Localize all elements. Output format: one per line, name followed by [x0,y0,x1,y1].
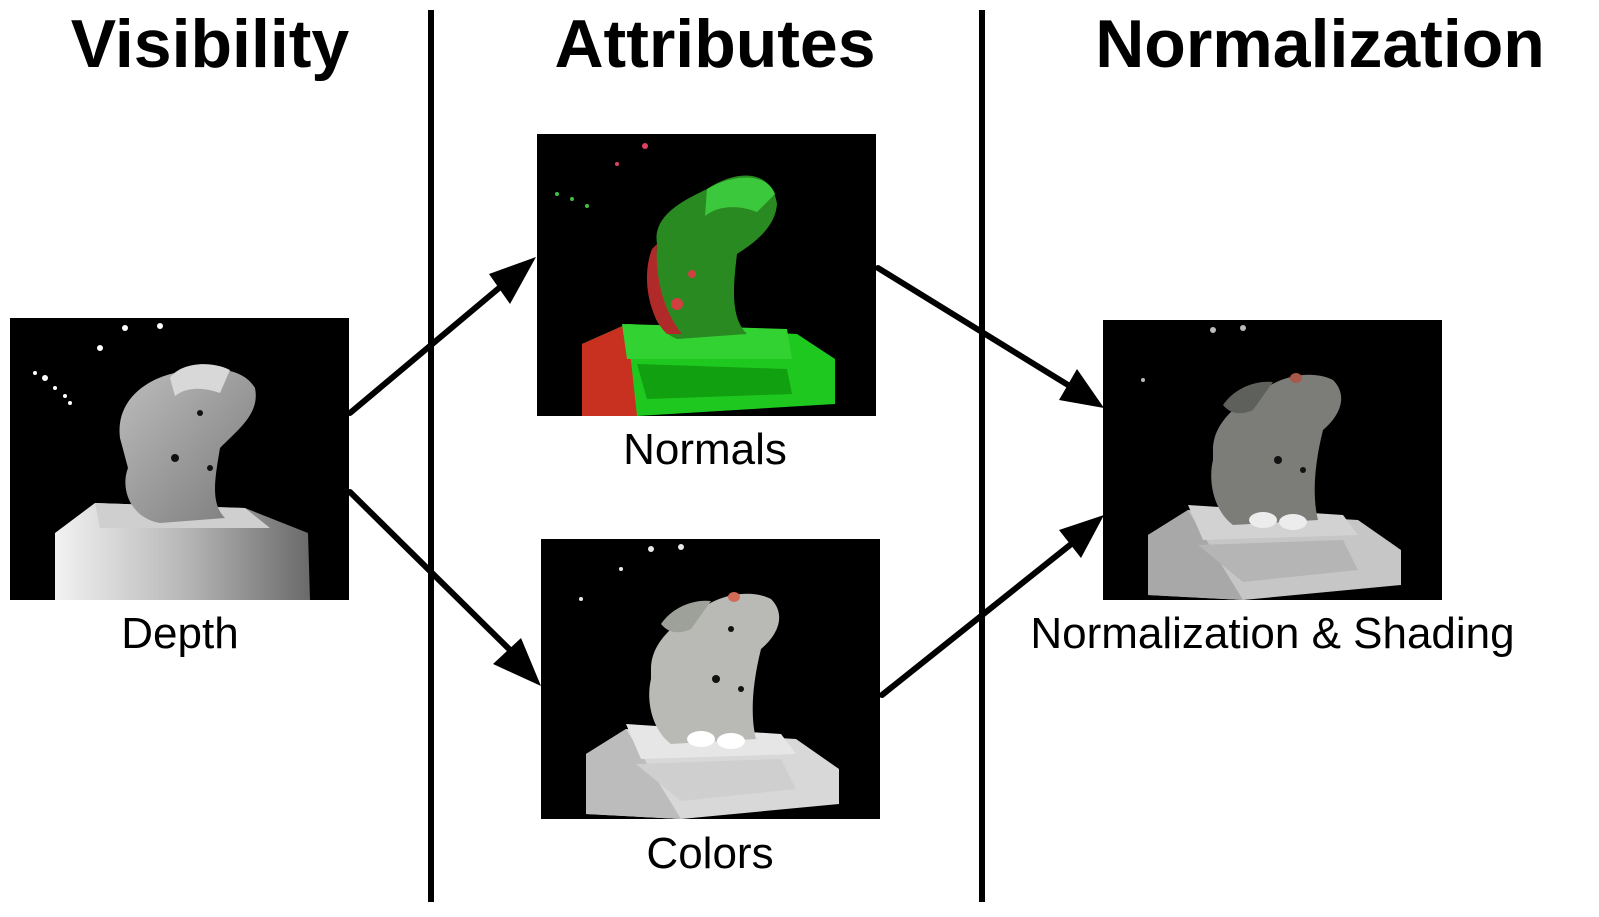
arrowhead-shading-top [1059,369,1104,408]
arrow-depth-to-colors [350,492,510,650]
arrowhead-colors [493,638,541,686]
arrow-normals-to-shading [878,268,1068,385]
arrow-depth-to-normals [350,283,505,413]
arrowhead-normals [489,257,536,304]
arrow-colors-to-shading [882,545,1070,695]
